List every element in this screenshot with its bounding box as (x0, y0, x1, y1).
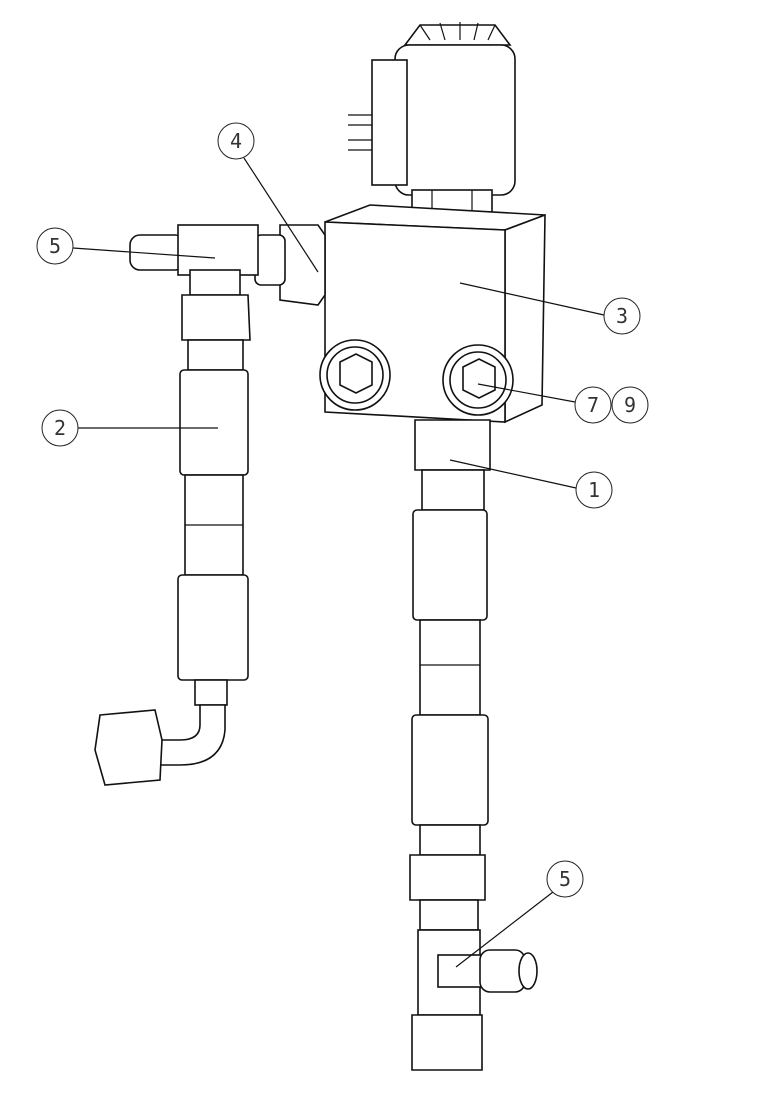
balloon-5-bottom: 5 (546, 860, 584, 898)
balloon-label: 5 (559, 867, 571, 891)
left-fittings (129, 224, 326, 371)
solenoid-coil (348, 22, 516, 226)
balloon-label: 2 (54, 416, 66, 440)
balloon-9: 9 (611, 386, 649, 424)
balloon-2: 2 (41, 409, 79, 447)
balloon-7: 7 (574, 386, 612, 424)
balloon-label: 7 (587, 393, 599, 417)
balloon-label: 9 (624, 393, 636, 417)
balloon-label: 5 (49, 234, 61, 258)
leader-lines (72, 157, 605, 968)
balloon-4: 4 (217, 122, 255, 160)
balloon-label: 4 (230, 129, 242, 153)
balloon-1: 1 (575, 471, 613, 509)
valve-block (319, 204, 546, 424)
balloon-5-top: 5 (36, 227, 74, 265)
balloon-label: 3 (616, 304, 628, 328)
balloon-3: 3 (603, 297, 641, 335)
left-hose (94, 369, 249, 786)
right-hose (409, 419, 538, 1071)
balloon-label: 1 (588, 478, 600, 502)
